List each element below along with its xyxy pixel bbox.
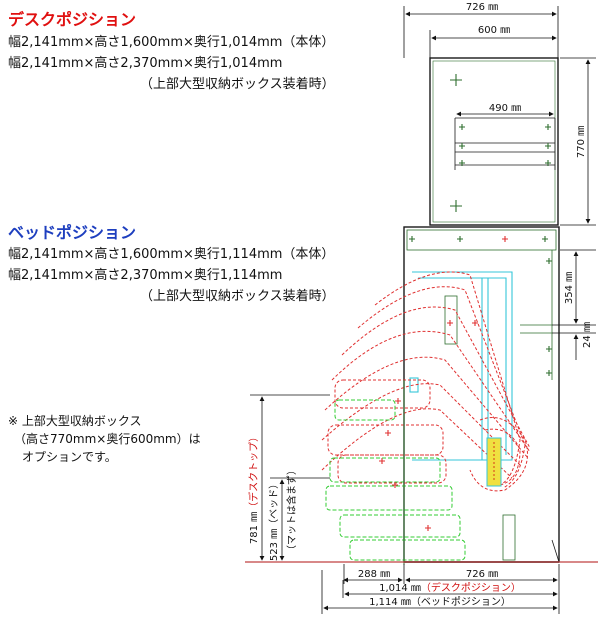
dim-desk-top-height: 781 ㎜（デスクトップ） — [247, 432, 260, 544]
right-dimension-lines — [552, 249, 596, 360]
dim-bed-height-label: （ベッド） — [268, 479, 280, 529]
dim-box-inner: 490 ㎜ — [489, 103, 521, 114]
left-dimension-lines — [250, 394, 330, 561]
option-note-line-1: ※ 上部大型収納ボックス — [8, 414, 142, 428]
bed-swing-path — [321, 271, 531, 492]
bed-frame-blocks — [325, 399, 466, 561]
dim-bed-height-value: 523 ㎜ — [269, 529, 280, 561]
bed-spec-line-1: 幅2,141mm×高さ1,600mm×奥行1,114mm（本体） — [8, 247, 335, 262]
hinge-mechanism — [486, 437, 502, 487]
cabinet-markers — [409, 236, 552, 376]
dim-depth-desk-label: （デスクポジション） — [421, 581, 521, 594]
dim-box-height: 770 ㎜ — [576, 126, 587, 158]
dim-depth-bed-value: 1,114 ㎜ — [369, 597, 411, 608]
dim-bottom-left: 288 ㎜ — [358, 569, 390, 580]
dim-desk-top-height-value: 781 ㎜ — [249, 512, 260, 544]
dim-top-width-outer: 726 ㎜ — [466, 2, 498, 13]
dim-top-width-inner: 600 ㎜ — [478, 25, 510, 36]
option-note-line-3: オプションです。 — [22, 450, 117, 464]
swing-markers — [379, 236, 508, 531]
desk-frame-outline — [409, 271, 513, 461]
bed-spec-line-3: （上部大型収納ボックス装着時） — [140, 289, 335, 304]
dim-bed-height-note: （マットは含まず） — [285, 465, 298, 555]
option-note-line-2: （高さ770mm×奥行600mm）は — [14, 432, 201, 446]
dim-depth-desk: 1,014 ㎜（デスクポジション） — [379, 581, 521, 594]
upper-storage-box — [429, 57, 559, 226]
desk-spec-line-1: 幅2,141mm×高さ1,600mm×奥行1,014mm（本体） — [8, 35, 335, 50]
dim-depth-desk-value: 1,014 ㎜ — [379, 583, 421, 594]
upper-box-markers — [450, 74, 551, 212]
top-dimension-lines — [403, 6, 596, 226]
dim-depth-bed: 1,114 ㎜（ベッドポジション） — [369, 596, 511, 608]
bed-position-title: ベッドポジション — [8, 223, 137, 242]
desk-position-title: デスクポジション — [8, 10, 137, 29]
dim-bottom-right: 726 ㎜ — [466, 569, 498, 580]
desk-spec-line-2: 幅2,141mm×高さ2,370mm×奥行1,014mm — [8, 56, 283, 71]
bottom-dimension-lines — [321, 564, 560, 614]
dim-shelf-thickness: 24 ㎜ — [582, 322, 593, 348]
dim-depth-bed-label: （ベッドポジション） — [411, 596, 511, 608]
desk-spec-line-3: （上部大型収納ボックス装着時） — [140, 77, 335, 92]
dim-desk-top-height-label: （デスクトップ） — [247, 432, 260, 512]
bed-spec-line-2: 幅2,141mm×高さ2,370mm×奥行1,114mm — [8, 268, 283, 283]
dim-shelf-height: 354 ㎜ — [564, 272, 575, 304]
dim-bed-height: 523 ㎜（ベッド） — [268, 479, 280, 561]
